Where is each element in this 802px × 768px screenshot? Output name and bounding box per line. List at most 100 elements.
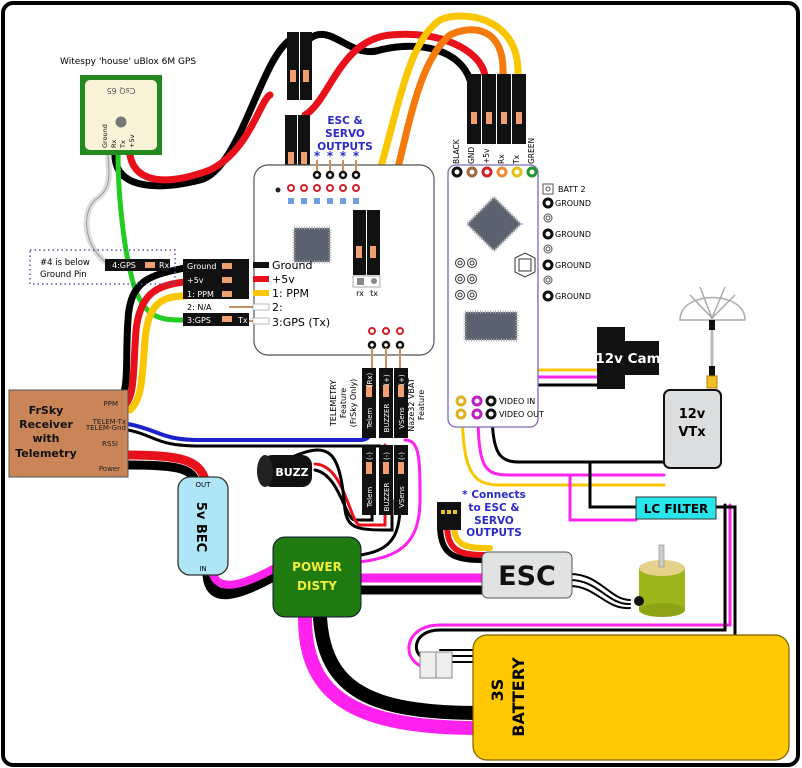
svg-text:*: * — [340, 149, 347, 163]
wire-bec-out-red — [123, 450, 210, 485]
svg-text:Tx: Tx — [512, 154, 521, 165]
svg-text:GROUND: GROUND — [555, 199, 591, 208]
buzzer: BUZZ — [257, 455, 312, 487]
svg-text:OUT: OUT — [196, 481, 212, 489]
svg-text:Ground Pin: Ground Pin — [40, 270, 87, 280]
svg-text:* Connects: * Connects — [462, 489, 526, 501]
svg-text:#4 is below: #4 is below — [40, 258, 90, 268]
gps-chip-text: CsQ 65 — [107, 86, 136, 95]
svg-text:with: with — [32, 432, 59, 445]
rc-header-right-0: Ground — [272, 259, 312, 272]
uart-tx-label: tx — [370, 289, 378, 298]
fc-mcu — [292, 226, 332, 264]
wire-lc-black — [588, 460, 638, 509]
svg-text:Ground: Ground — [187, 262, 216, 271]
esc-note: * Connects to ESC & SERVO OUTPUTS — [462, 489, 526, 539]
svg-text:Naze32 VBAT: Naze32 VBAT — [407, 378, 416, 432]
osd-mcu — [465, 195, 523, 253]
antenna — [679, 286, 746, 389]
svg-text:BATTERY: BATTERY — [509, 657, 528, 737]
svg-text:IN: IN — [199, 565, 206, 573]
svg-text:BLACK: BLACK — [452, 138, 461, 164]
wire-motor-a — [569, 573, 631, 601]
gps-pin-ground: Ground — [101, 124, 109, 148]
svg-text:GROUND: GROUND — [555, 230, 591, 239]
svg-text:Telemetry: Telemetry — [15, 447, 77, 460]
wire-top-red — [301, 30, 489, 119]
rc-header-right-2: 1: PPM — [272, 287, 309, 300]
wire-lc-out-black — [714, 505, 737, 637]
svg-text:TELEMETRY: TELEMETRY — [329, 380, 338, 427]
rc-header-right-1: +5v — [272, 273, 295, 286]
wire-lc-magenta — [568, 473, 638, 522]
flight-controller: ESC & SERVO OUTPUTS ** ** rx tx Ground — [252, 115, 435, 368]
gps-pin-tx: Tx — [119, 140, 127, 149]
svg-text:12v: 12v — [679, 407, 706, 422]
svg-text:(Rx): (Rx) — [366, 372, 374, 387]
svg-text:3:GPS: 3:GPS — [187, 316, 211, 325]
gps-pin-rx: Rx — [110, 139, 118, 148]
osd-top-connector — [467, 74, 526, 144]
svg-text:Feature: Feature — [417, 390, 426, 420]
svg-text:DISTY: DISTY — [297, 579, 337, 593]
wire-rx-ppm — [126, 292, 189, 414]
wire-gps-5v — [126, 91, 274, 184]
svg-text:Tx: Tx — [237, 316, 248, 325]
wire-batt-pos — [298, 611, 487, 735]
wire-motor-c — [569, 585, 631, 610]
gps-center-dot — [115, 116, 127, 128]
wire-rx-ground — [114, 264, 189, 404]
esc-outputs-line2: SERVO — [325, 128, 365, 140]
lc-filter: LC FILTER — [635, 496, 717, 520]
camera: 12v Cam — [595, 327, 661, 389]
svg-text:(FrSky Only): (FrSky Only) — [349, 379, 358, 428]
wire-buzz-gnd — [288, 448, 394, 532]
pin4-note: #4 is below Ground Pin — [29, 249, 176, 285]
svg-text:*: * — [327, 149, 334, 163]
rc-header-right-3: 2: — [272, 301, 283, 314]
gps-rx-connector: 4:GPS Rx — [105, 259, 170, 271]
svg-text:Rx: Rx — [159, 261, 170, 270]
svg-text:RSSI: RSSI — [102, 440, 118, 448]
svg-text:1: PPM: 1: PPM — [187, 290, 214, 299]
uart-connector: rx tx — [352, 210, 381, 298]
svg-text:3S: 3S — [488, 679, 507, 702]
wire-top-black — [304, 30, 474, 84]
svg-text:SERVO: SERVO — [474, 515, 514, 527]
gps-title: Witespy 'house' uBlox 6M GPS — [60, 57, 196, 67]
svg-text:VSens: VSens — [398, 486, 406, 508]
wire-batt-neg — [313, 611, 487, 720]
wire-rx-5v — [121, 278, 189, 409]
feature-connectors: TELEMETRY Feature (FrSky Only) Naze32 VB… — [329, 368, 426, 515]
svg-text:12v Cam: 12v Cam — [595, 351, 660, 367]
svg-text:LC FILTER: LC FILTER — [644, 502, 709, 516]
top-connectors — [285, 32, 526, 175]
svg-text:OUTPUTS: OUTPUTS — [466, 527, 522, 539]
osd-chip — [463, 310, 519, 342]
gps-pin-5v: +5v — [128, 134, 136, 148]
output-markers: * * * * — [314, 149, 360, 163]
svg-text:(+): (+) — [383, 374, 391, 386]
svg-text:GREEN: GREEN — [527, 138, 536, 164]
wire-telem-gnd — [126, 428, 382, 448]
wire-vsens-pos — [328, 438, 422, 567]
svg-text:Telem: Telem — [366, 487, 374, 509]
svg-text:*: * — [314, 149, 321, 163]
svg-text:TELEM-Tx: TELEM-Tx — [92, 418, 126, 426]
svg-text:Feature: Feature — [339, 388, 348, 418]
svg-text:(+): (+) — [398, 374, 406, 386]
svg-text:VIDEO IN: VIDEO IN — [499, 397, 535, 406]
svg-text:(-): (-) — [366, 452, 374, 460]
svg-text:Rx: Rx — [497, 154, 506, 164]
svg-text:VIDEO OUT: VIDEO OUT — [499, 410, 544, 419]
svg-text:ESC: ESC — [498, 561, 556, 592]
svg-text:*: * — [353, 149, 360, 163]
wire-esc-sig-yellow — [451, 522, 493, 551]
wire-buzz-pos — [313, 443, 387, 527]
vtx: 12v VTx — [663, 389, 722, 469]
svg-text:FrSky: FrSky — [29, 404, 64, 417]
gps-antenna — [85, 80, 157, 150]
wire-gps-ground — [111, 36, 294, 190]
svg-text:(-): (-) — [383, 452, 391, 460]
